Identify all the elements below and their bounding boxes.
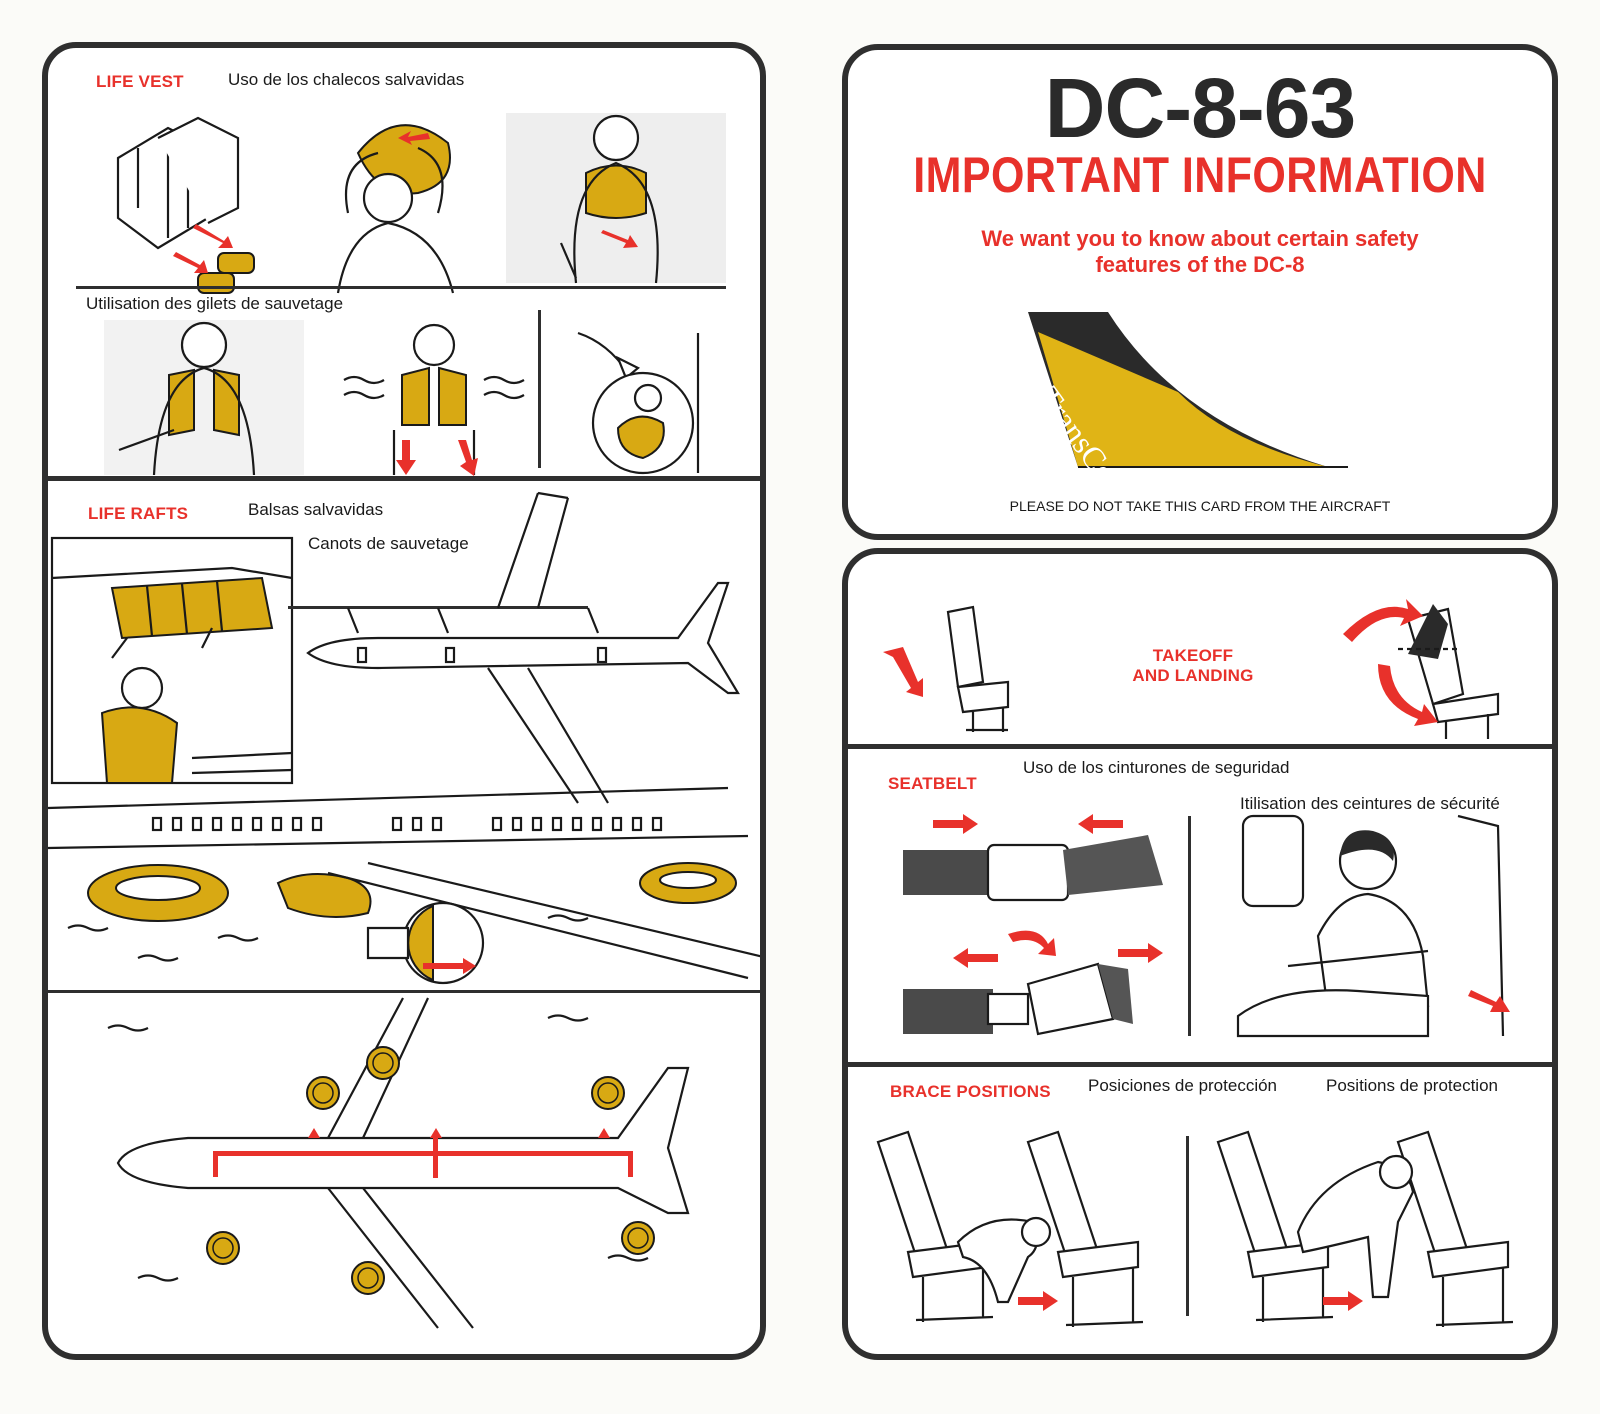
buckle-fasten-illustration (903, 814, 1163, 902)
safety-panel: TAKEOFF AND LANDING SEATBELT Uso de los … (842, 548, 1558, 1360)
brace-position-2-illustration (1216, 1130, 1514, 1327)
seat-upright-illustration (883, 605, 1010, 732)
brace-french: Positions de protection (1326, 1076, 1498, 1095)
raft-connector (288, 606, 588, 609)
life-vest-heading: LIFE VEST (96, 72, 184, 91)
life-rafts-heading: LIFE RAFTS (88, 504, 189, 523)
brace-heading: BRACE POSITIONS (890, 1082, 1051, 1101)
seatbelt-heading: SEATBELT (888, 774, 977, 793)
takeoff-label-line2: AND LANDING (1132, 666, 1254, 685)
don-vest-illustration (336, 124, 455, 294)
life-rafts-divider (48, 476, 760, 481)
cover-panel: DC-8-63 IMPORTANT INFORMATION We want yo… (842, 44, 1558, 540)
buckle-release-illustration (903, 930, 1163, 1036)
vest-front-illustration (104, 320, 304, 476)
cover-subtitle-line1: We want you to know about certain safety (981, 226, 1419, 251)
aircraft-title: DC-8-63 (1044, 61, 1356, 155)
takeoff-label-line1: TAKEOFF (1152, 646, 1234, 665)
important-info-title: IMPORTANT INFORMATION (913, 147, 1487, 203)
raft-positions-plane (107, 997, 690, 1329)
brace-spanish: Posiciones de protección (1088, 1076, 1278, 1095)
seatbelt-french: Itilisation des ceintures de sécurité (1240, 794, 1500, 813)
life-rafts-french: Canots de sauvetage (308, 534, 469, 553)
raft-scene-divider (48, 990, 760, 993)
inflate-vest-illustration (506, 113, 726, 284)
vest-water-illustration (343, 323, 525, 476)
raft-stowage-illustration (50, 536, 294, 785)
brace-divider (848, 1062, 1552, 1067)
seat-vest-illustration (116, 116, 255, 294)
vest-divider (538, 310, 541, 468)
cover-subtitle-line2: features of the DC-8 (1095, 252, 1305, 277)
seated-passenger-illustration (1236, 814, 1510, 1038)
life-vest-rule (76, 286, 726, 289)
life-vest-spanish: Uso de los chalecos salvavidas (228, 70, 465, 89)
vest-light-illustration (577, 331, 700, 475)
life-rafts-spanish: Balsas salvavidas (248, 500, 384, 519)
brace-vdivider (1186, 1136, 1189, 1316)
raft-boarding-illustration (48, 786, 760, 985)
brace-position-1-illustration (876, 1130, 1144, 1327)
life-vest-french: Utilisation des gilets de sauvetage (86, 294, 344, 313)
card-notice: PLEASE DO NOT TAKE THIS CARD FROM THE AI… (1009, 498, 1391, 514)
raft-location-plane (306, 491, 740, 804)
seatbelt-divider (848, 744, 1552, 749)
tray-table-illustration (1343, 599, 1500, 739)
seatbelt-spanish: Uso de los cinturones de seguridad (1023, 758, 1290, 777)
transcon-tail-logo (1028, 312, 1348, 468)
left-panel: LIFE VEST Uso de los chalecos salvavidas… (42, 42, 766, 1360)
seatbelt-vdivider (1188, 816, 1191, 1036)
